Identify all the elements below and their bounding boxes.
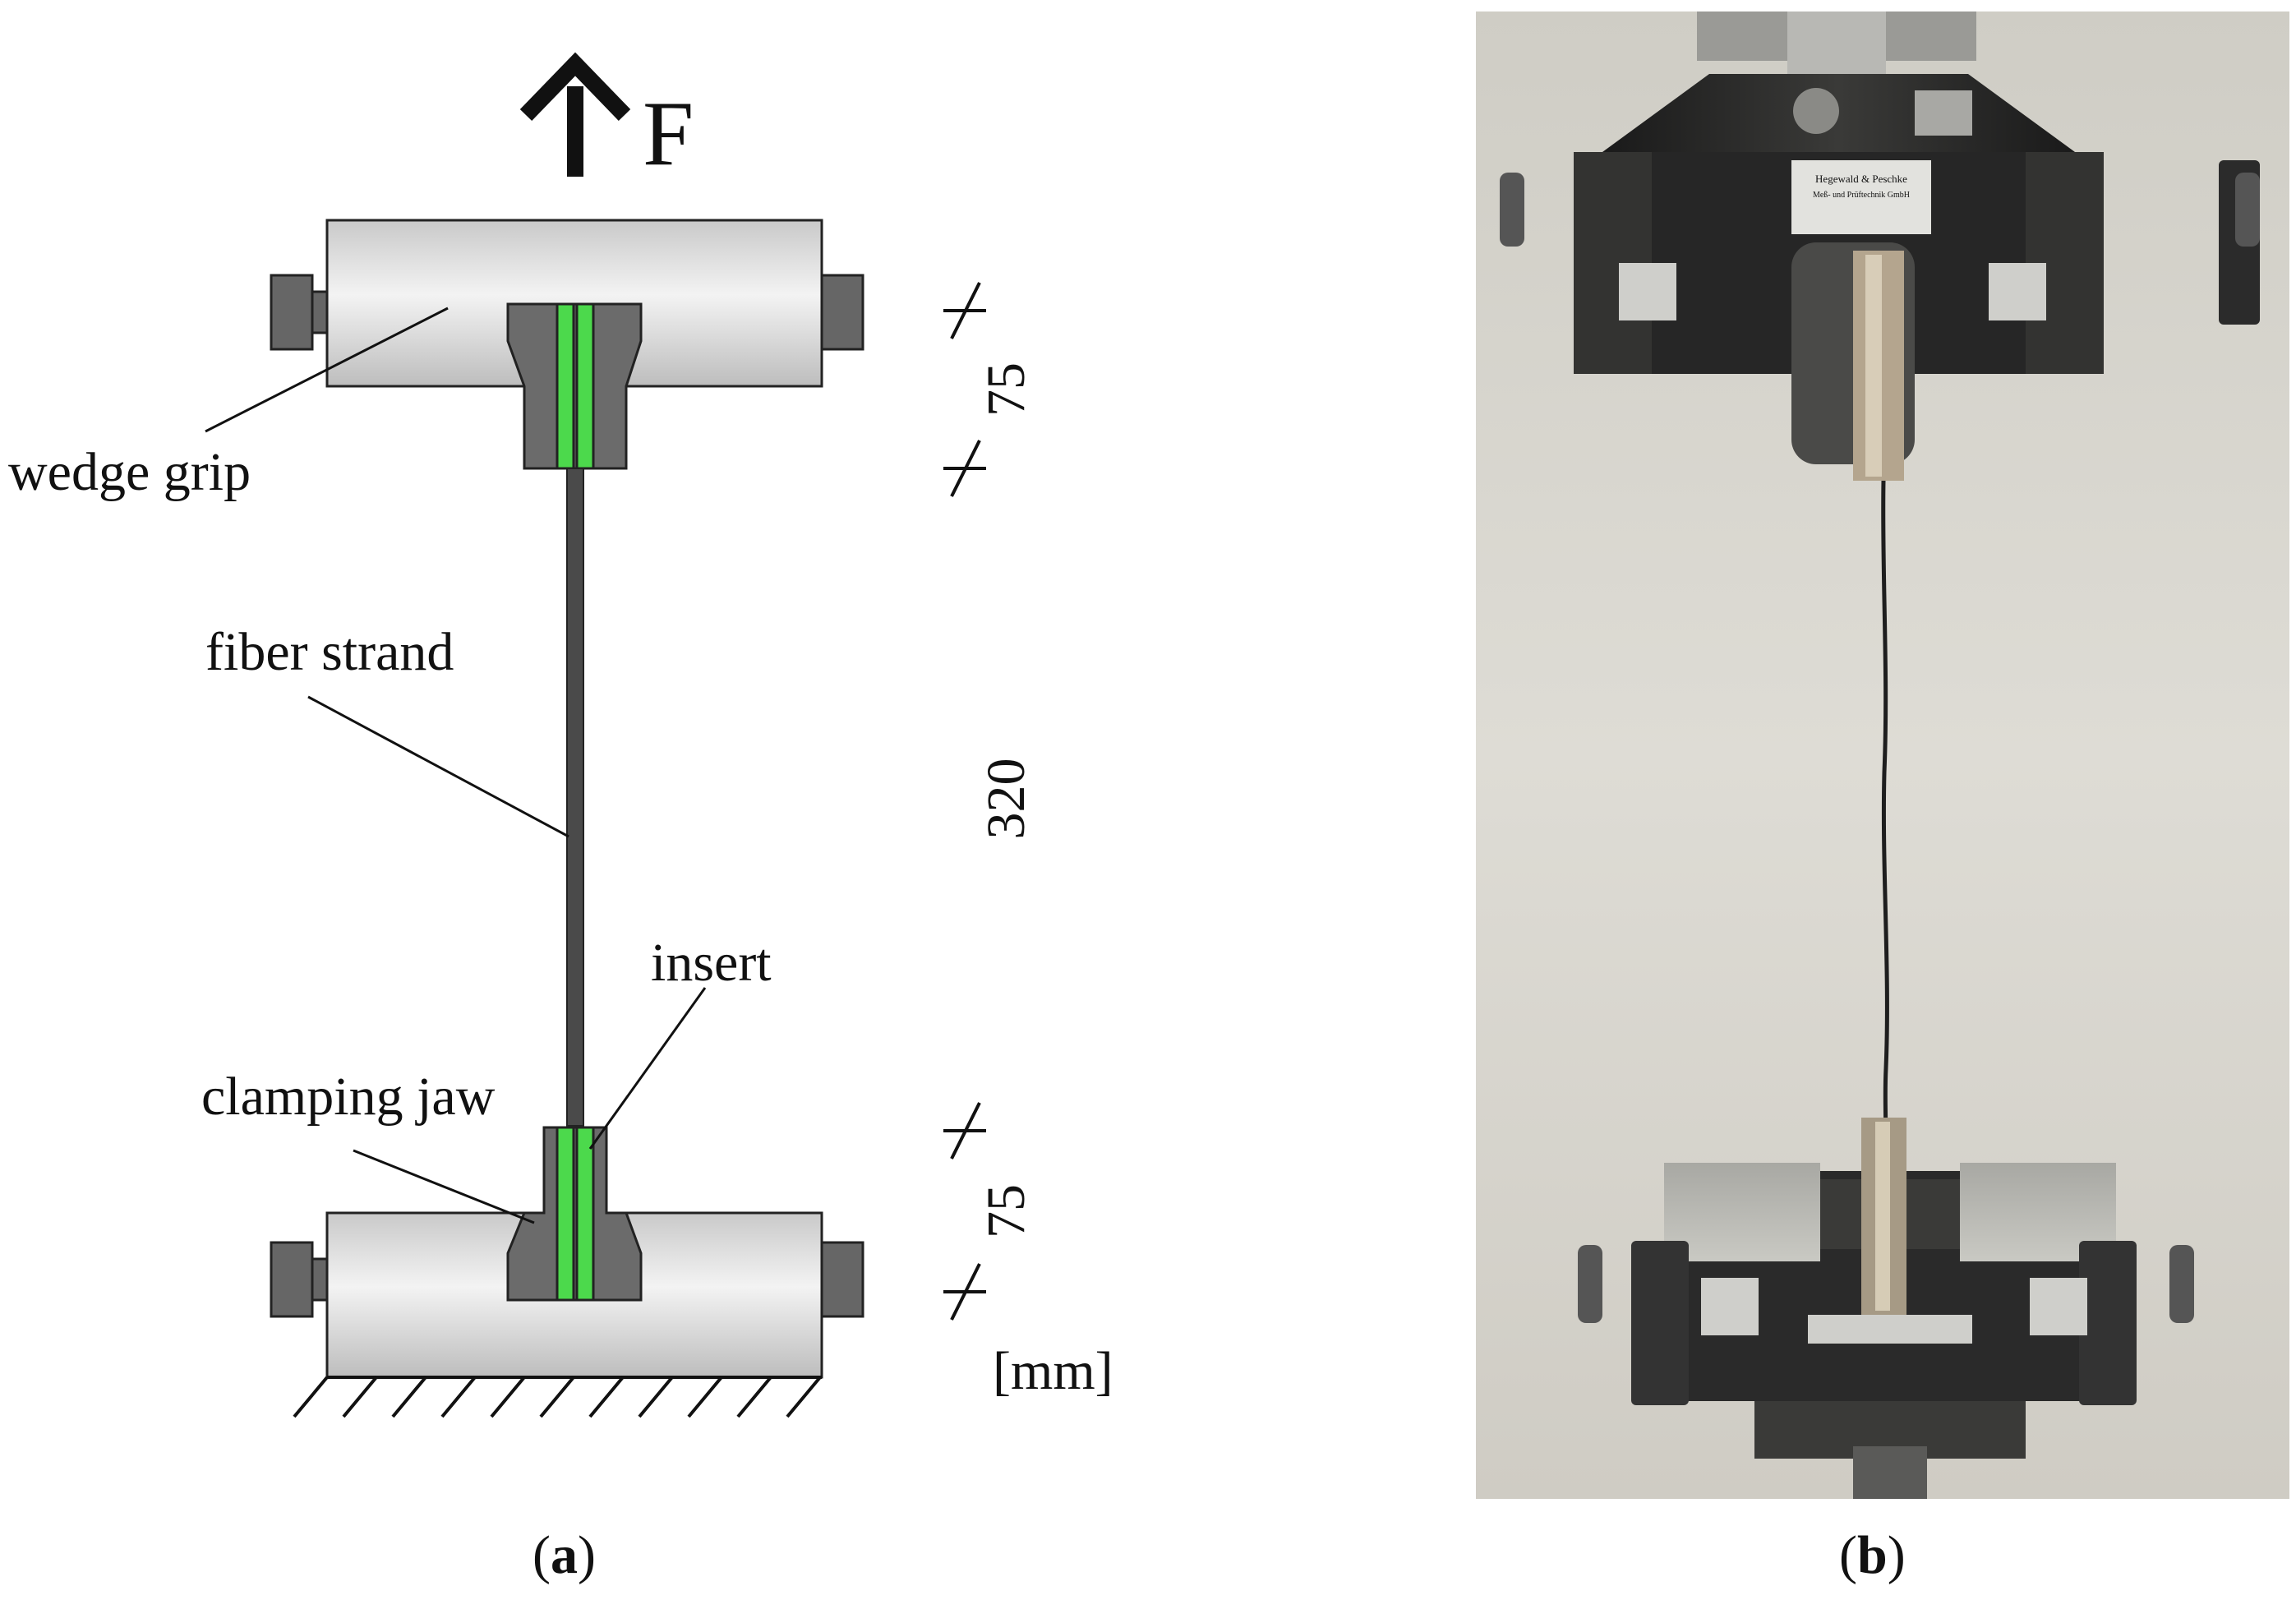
panel-a-schematic: F [8,52,1113,1418]
dim-mark-1 [943,282,986,339]
top-grip-left-knob [270,274,314,351]
panel-b-photograph: Hegewald & Peschke Meß- und Prüftechnik … [1476,12,2289,1499]
photo-bottom-left-handle [1578,1245,1602,1323]
dimension-unit: [mm] [993,1341,1113,1401]
bottom-actuator [1853,1446,1927,1499]
photo-bottom-left-warning-icon [1701,1278,1759,1335]
photo-fiber-strand [1881,480,1889,1151]
label-clamping-jaw: clamping jaw [201,1067,496,1127]
ground-hatch [293,1376,822,1418]
dim-mark-4 [943,1263,986,1321]
label-fiber-strand: fiber strand [205,622,454,682]
fiber-strand [566,468,584,1127]
dim-mark-3 [943,1102,986,1159]
leader-clamping-jaw [353,1149,535,1224]
label-insert: insert [651,933,772,993]
force-arrow-icon [519,52,631,177]
leader-insert [588,987,707,1150]
dimension-bottom-grip: 75 [976,1184,1036,1238]
leader-lines [205,307,707,1224]
bottom-grip-right-knob [820,1241,864,1318]
photo-top-left-handle [1500,173,1524,247]
leader-wedge-grip [205,307,449,433]
top-wedge-grip [270,219,864,470]
dimension-free-length: 320 [976,758,1036,840]
caption-a: (a) [533,1525,596,1585]
photo-top-grip: Hegewald & Peschke Meß- und Prüftechnik … [1500,74,2260,481]
top-grip-right-knob [820,274,864,351]
photo-top-nameplate [1791,160,1931,234]
dimension-marks [943,282,986,1321]
bottom-insert-left [556,1126,575,1302]
photo-top-left-warning-icon [1619,263,1676,320]
label-wedge-grip: wedge grip [8,442,251,502]
caption-a-letter: a [550,1525,578,1585]
caption-b: (b) [1839,1525,1906,1585]
top-insert-right [575,302,595,470]
dimension-top-grip: 75 [976,362,1036,417]
photo-top-right-handle [2235,173,2260,247]
photo-bottom-nameplate [1808,1315,1972,1344]
photo-top-right-warning-icon [1989,263,2046,320]
photo-bottom-right-warning-icon [2030,1278,2087,1335]
bottom-insert-right [575,1126,595,1302]
leader-fiber-strand [307,695,569,838]
caption-b-letter: b [1856,1525,1888,1585]
photo-top-brand: Hegewald & Peschke [1815,173,1907,185]
force-label: F [643,83,694,185]
photo-bottom-grip [1578,1118,2194,1499]
bottom-wedge-grip [270,1126,864,1379]
bottom-grip-left-knob [270,1241,314,1318]
photo-bottom-right-handle [2169,1245,2194,1323]
top-insert-left [556,302,575,470]
photo-top-subtitle: Meß- und Prüftechnik GmbH [1813,191,1910,200]
dim-mark-2 [943,440,986,497]
